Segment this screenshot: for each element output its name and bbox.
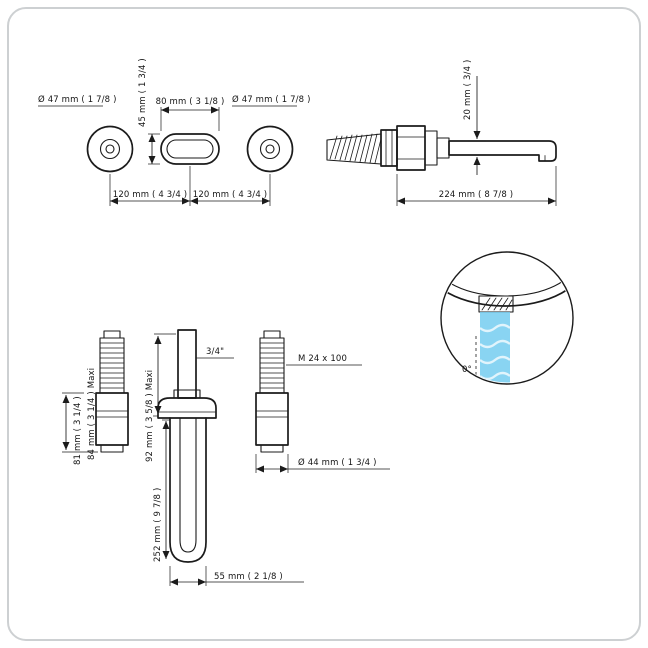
front-view: Ø 47 mm ( 1 7/8 ) Ø 47 mm ( 1 7/8 ) 80 m… [38,58,311,206]
dim-lines-44mm [255,454,390,473]
dim-lines-120mm [109,166,271,206]
dim-tube-width: 55 mm ( 2 1/8 ) [214,572,283,582]
detail-circle [440,251,574,385]
flex-hose [326,133,382,165]
dim-valve-diameter: Ø 44 mm ( 1 3/4 ) [298,457,377,468]
center-body-assembly [157,329,217,563]
dim-tube-length: 252 mm ( 9 7/8 ) [153,488,163,562]
right-valve [255,330,289,453]
right-valve-ribs [259,342,285,389]
install-view: 81 mm ( 3 1/4 ) 84 mm ( 3 1/4 ) Maxi 92 … [62,329,390,586]
spout-shell-outer [442,253,572,307]
dim-thread-spec: M 24 x 100 [298,354,347,364]
dim-lines-252mm [162,419,170,559]
left-valve-ribs [99,342,125,389]
side-view: 20 mm ( 3/4 ) 224 mm ( 8 7/8 ) [326,60,557,206]
right-escutcheon [246,125,294,173]
dim-lines-55mm [169,566,304,586]
dim-stream-angle: 0° [462,365,472,375]
dim-left-center-spacing: 120 mm ( 4 3/4 ) [113,190,187,200]
spout-tube [448,140,557,162]
water-waves [479,323,511,381]
dim-stem-height-max: 92 mm ( 3 5/8 ) Maxi [145,370,155,462]
dim-left-valve-height-max: 84 mm ( 3 1/4 ) Maxi [87,368,97,460]
left-valve [95,330,129,453]
dim-lines-left-valve [62,392,98,453]
left-escutcheon [86,125,134,173]
dim-spout-plate-height: 45 mm ( 1 3/4 ) [138,58,148,127]
dim-lines-224mm [396,166,557,206]
dim-stem-connection: 3/4" [206,347,224,357]
dim-left-valve-height: 81 mm ( 3 1/4 ) [73,396,83,465]
dim-lines-20mm [468,76,486,175]
dim-lines-45mm [148,133,160,165]
dim-lines-92mm [153,333,176,417]
drawing-frame [7,7,641,641]
detail-content [442,253,572,383]
spout-escutcheon [160,133,220,165]
aerator-hatch [481,297,513,311]
dim-spout-drop: 20 mm ( 3/4 ) [463,60,473,120]
dim-right-escutcheon-diameter: Ø 47 mm ( 1 7/8 ) [232,94,311,105]
dim-spout-reach: 224 mm ( 8 7/8 ) [439,190,513,200]
dim-lines-80mm [160,106,220,131]
detail-view: 0° [440,251,574,385]
dim-spout-plate-width: 80 mm ( 3 1/8 ) [156,97,225,107]
spout-shell-inner [442,253,572,297]
valve-body-side [380,125,450,171]
dim-left-escutcheon-diameter: Ø 47 mm ( 1 7/8 ) [38,94,117,105]
hose-ribs [329,133,382,164]
dim-right-center-spacing: 120 mm ( 4 3/4 ) [193,190,267,200]
